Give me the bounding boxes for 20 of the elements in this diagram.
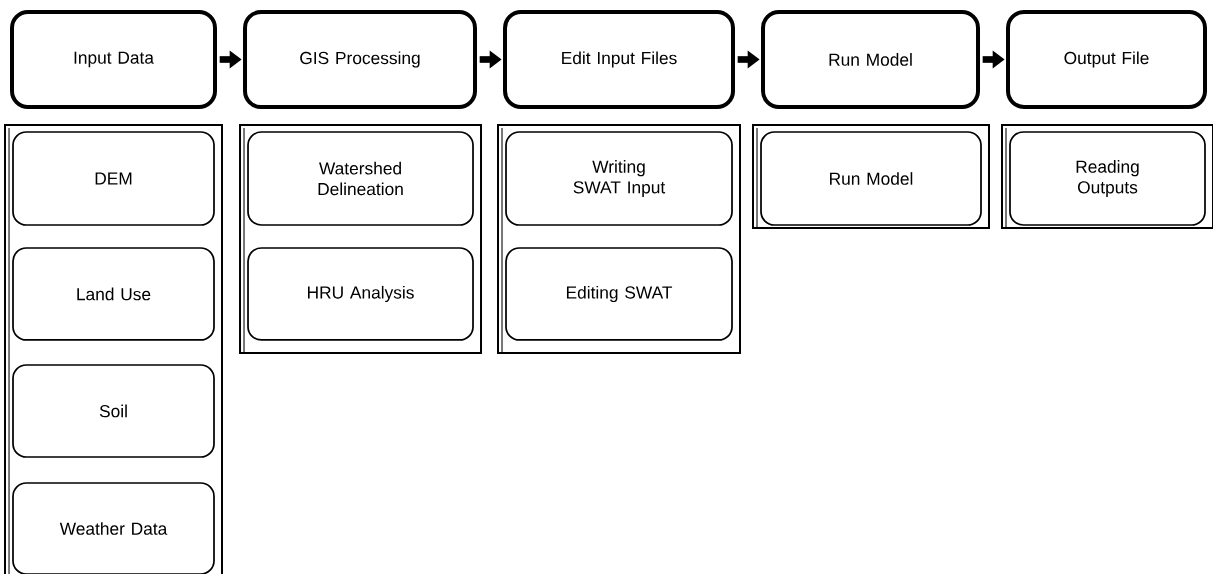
step-box: Editing SWAT — [505, 247, 733, 341]
group-panel — [239, 124, 482, 354]
group-panel — [1001, 124, 1213, 229]
step-box: Weather Data — [12, 482, 215, 574]
step-box: Soil — [12, 364, 215, 458]
stage-box: Output File — [1006, 10, 1207, 109]
step-box: Land Use — [12, 247, 215, 341]
stage-box: Run Model — [761, 10, 980, 109]
stage-box: Edit Input Files — [503, 10, 735, 109]
group-panel — [497, 124, 741, 354]
group-panel — [752, 124, 990, 229]
step-box: Reading Outputs — [1009, 131, 1206, 226]
stage-box: Input Data — [10, 10, 217, 109]
step-box: HRU Analysis — [247, 247, 474, 341]
stage-box: GIS Processing — [243, 10, 477, 109]
step-box: Watershed Delineation — [247, 131, 474, 226]
step-box: Writing SWAT Input — [505, 131, 733, 226]
group-panel — [4, 124, 223, 574]
step-box: DEM — [12, 131, 215, 226]
step-box: Run Model — [760, 131, 982, 226]
